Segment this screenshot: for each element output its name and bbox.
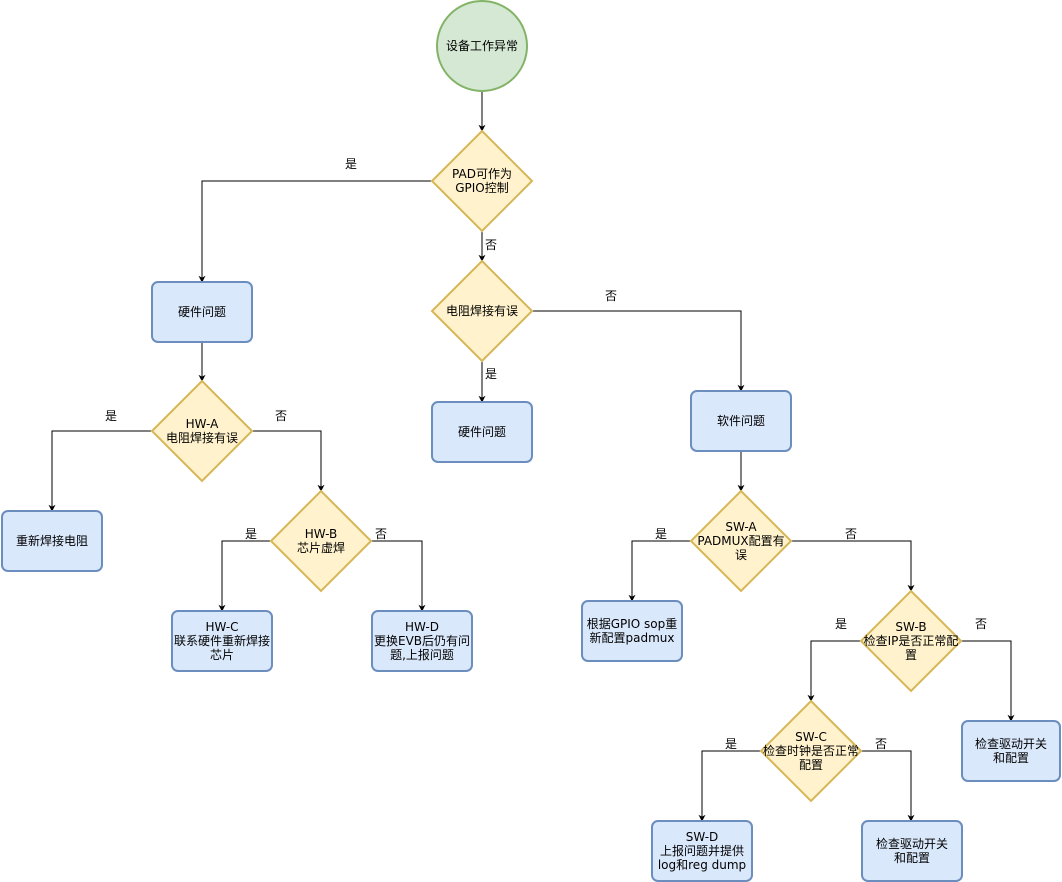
start-circle [436, 0, 528, 92]
edge-hwa-resolder [48, 430, 152, 512]
node-hwb-line-1: HW-B [305, 527, 338, 541]
node-pad-line-1: PAD可作为 [452, 167, 512, 181]
node-swa-line-2: PADMUX配置有 [697, 534, 784, 548]
node-padmux-line-2: 新配置padmux [590, 630, 675, 645]
edge-label-swc-yes: 是 [725, 737, 737, 751]
node-resolder-line-1: 重新焊接电阻 [16, 533, 88, 548]
node-swb-line-3: 置 [905, 648, 917, 662]
edge-label-swa-yes: 是 [655, 527, 667, 541]
edge-label-swa-no: 否 [845, 527, 857, 541]
node-hwa-line-2: 电阻焊接有误 [166, 430, 238, 445]
node-drv2-line-1: 检查驱动开关 [876, 836, 948, 851]
decision-diamond [150, 379, 254, 483]
process-box [371, 610, 473, 672]
node-hw1[interactable]: 硬件问题 [151, 281, 253, 343]
node-swa-line-3: 误 [735, 548, 747, 562]
edge-label-hwb-no: 否 [375, 527, 387, 541]
node-swd-line-2: 上报问题并提供 [660, 843, 744, 858]
edge-swc-swd [698, 750, 761, 822]
edge-label-swc-no: 否 [875, 737, 887, 751]
node-swb-line-2: 检查IP是否正常配 [864, 633, 959, 648]
edge-label-res-no: 否 [605, 289, 617, 303]
edge-label-hwb-yes: 是 [245, 527, 257, 541]
process-box [1, 510, 103, 572]
process-box [171, 610, 273, 672]
decision-diamond [269, 489, 373, 593]
node-swd-line-1: SW-D [686, 830, 719, 844]
decision-diamond [859, 589, 963, 693]
edge-swa-padmux [628, 540, 691, 602]
node-hwb-line-2: 芯片虚焊 [297, 540, 345, 555]
node-resolder[interactable]: 重新焊接电阻 [1, 510, 103, 572]
process-box [690, 390, 792, 452]
process-box [961, 720, 1061, 782]
edge-hwa-hwb [252, 430, 325, 492]
node-swd-line-3: log和reg dump [658, 858, 746, 872]
edge-label-hwa-no: 否 [275, 409, 287, 423]
node-hw2-line-1: 硬件问题 [458, 425, 506, 439]
node-sw[interactable]: 软件问题 [690, 390, 792, 452]
process-box [861, 820, 963, 882]
node-res-line-1: 电阻焊接有误 [446, 303, 518, 318]
node-swb-line-1: SW-B [895, 620, 926, 634]
edge-label-pad-no: 否 [485, 238, 497, 252]
edge-swc-drv2 [861, 750, 915, 822]
node-hwd-line-1: HW-D [405, 620, 439, 634]
process-box [431, 401, 533, 463]
node-drv1-line-2: 和配置 [993, 751, 1029, 765]
edge-pad-hw1 [198, 180, 432, 283]
process-box [581, 600, 683, 662]
node-hwa-line-1: HW-A [186, 417, 219, 431]
edge-hwb-hwc [218, 540, 271, 612]
node-hw1-line-1: 硬件问题 [178, 305, 226, 319]
decision-diamond [430, 259, 534, 363]
node-start-line-1: 设备工作异常 [446, 39, 518, 53]
edge-label-hwa-yes: 是 [105, 409, 117, 423]
edge-swb-swc [807, 640, 861, 702]
edge-label-swb-yes: 是 [835, 617, 847, 631]
node-hwd-line-2: 更换EVB后仍有问 [374, 634, 470, 648]
node-sw-line-1: 软件问题 [717, 414, 765, 428]
node-swc-line-2: 检查时钟是否正常 [763, 743, 859, 758]
edge-hwb-hwd [371, 540, 426, 612]
decision-diamond [759, 699, 863, 803]
node-drv1-line-1: 检查驱动开关 [975, 736, 1047, 751]
process-box [651, 820, 753, 882]
edge-swb-drv1 [961, 640, 1015, 722]
node-padmux-line-1: 根据GPIO sop重 [587, 617, 678, 631]
edge-swa-swb [791, 540, 915, 592]
node-hwc-line-1: HW-C [205, 620, 238, 634]
node-hwc-line-3: 芯片 [210, 648, 234, 662]
edge-label-res-yes: 是 [485, 367, 497, 381]
node-hwc-line-2: 联系硬件重新焊接 [174, 633, 270, 648]
node-swc-line-3: 配置 [799, 758, 823, 772]
edge-label-swb-no: 否 [975, 617, 987, 631]
node-swc-line-1: SW-C [795, 730, 827, 744]
edge-res-sw [532, 310, 745, 392]
edge-label-pad-yes: 是 [345, 157, 357, 171]
node-swa-line-1: SW-A [725, 520, 757, 534]
decision-diamond [689, 489, 793, 593]
node-hw2[interactable]: 硬件问题 [431, 401, 533, 463]
node-hwd-line-3: 题,上报问题 [390, 647, 454, 662]
process-box [151, 281, 253, 343]
node-res[interactable]: 电阻焊接有误 [430, 259, 534, 363]
node-start[interactable]: 设备工作异常 [436, 0, 528, 92]
node-drv2-line-2: 和配置 [894, 851, 930, 865]
node-pad-line-2: GPIO控制 [455, 181, 509, 195]
decision-diamond [430, 129, 534, 233]
